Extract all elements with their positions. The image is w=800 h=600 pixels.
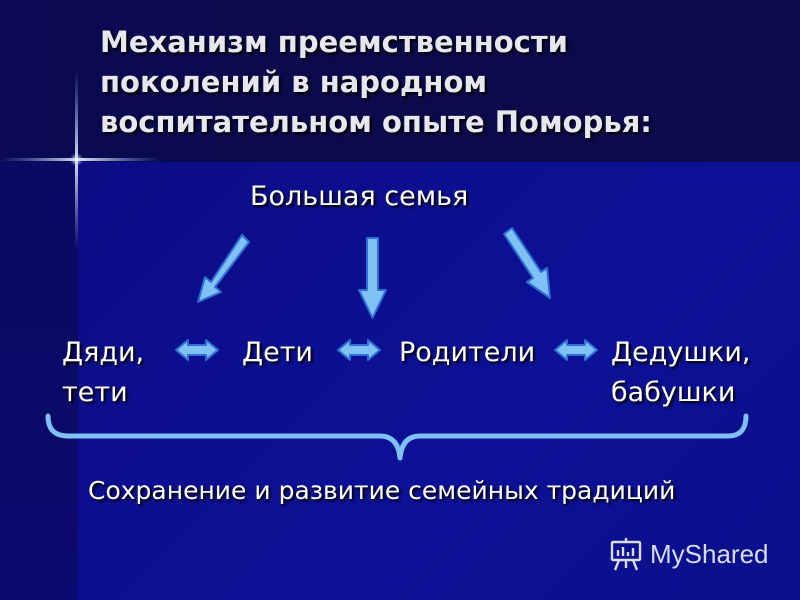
node-line: бабушки bbox=[611, 377, 736, 408]
arrow-down-icon bbox=[358, 237, 387, 319]
watermark-text: MyShared bbox=[650, 538, 769, 569]
node-children: Дети bbox=[242, 337, 313, 368]
slide-title-line: Механизм преемственности bbox=[100, 25, 568, 59]
node-line: Дедушки, bbox=[611, 337, 751, 368]
double-arrow-icon bbox=[554, 339, 598, 361]
background-top-band bbox=[0, 0, 800, 162]
presentation-board-icon bbox=[610, 538, 642, 571]
background-main-panel bbox=[78, 162, 800, 600]
arrow-down-right-icon bbox=[503, 227, 551, 299]
conclusion-text: Сохранение и развитие семейных традиций bbox=[88, 476, 676, 505]
slide-title: Механизм преемственности поколений в нар… bbox=[100, 22, 760, 142]
slide-title-line: поколений в народном bbox=[100, 65, 488, 99]
root-node-big-family: Большая семья bbox=[250, 181, 469, 212]
watermark-logo[interactable]: MyShared bbox=[608, 536, 769, 572]
node-grandparents: Дедушки, бабушки bbox=[611, 333, 751, 413]
node-parents: Родители bbox=[399, 337, 536, 368]
background-left-band bbox=[0, 162, 78, 600]
slide-title-line: воспитательном опыте Поморья: bbox=[100, 105, 652, 139]
grouping-brace bbox=[45, 413, 749, 461]
double-arrow-icon bbox=[175, 339, 219, 361]
node-uncles-aunts: Дяди, тети bbox=[62, 333, 144, 413]
arrow-down-left-icon bbox=[197, 234, 250, 303]
node-line: Дяди, bbox=[62, 337, 145, 368]
node-line: тети bbox=[62, 377, 128, 408]
double-arrow-icon bbox=[337, 339, 381, 361]
